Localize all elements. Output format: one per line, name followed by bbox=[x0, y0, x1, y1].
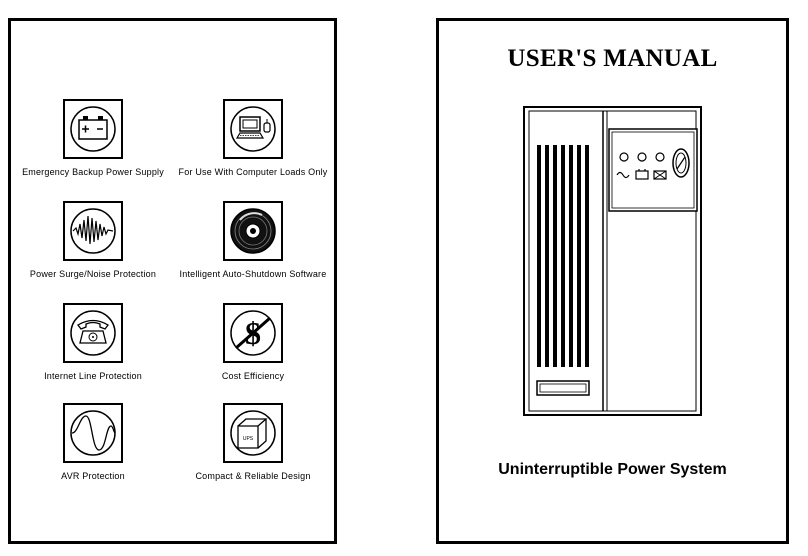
ups-device-illustration bbox=[523, 105, 703, 422]
feature-label: For Use With Computer Loads Only bbox=[178, 167, 328, 177]
ups-box-icon: UPS bbox=[223, 403, 283, 463]
manual-title: USER'S MANUAL bbox=[507, 45, 718, 72]
feature-label: Internet Line Protection bbox=[44, 371, 142, 381]
feature-compact-design: UPS Compact & Reliable Design bbox=[173, 403, 333, 481]
feature-internet-line: Internet Line Protection bbox=[13, 303, 173, 381]
feature-surge-protection: Power Surge/Noise Protection bbox=[13, 201, 173, 279]
feature-label: Intelligent Auto-Shutdown Software bbox=[179, 269, 327, 279]
feature-auto-shutdown: Intelligent Auto-Shutdown Software bbox=[173, 201, 333, 279]
computer-icon bbox=[223, 99, 283, 159]
dollar-icon: $ bbox=[223, 303, 283, 363]
feature-cost-efficiency: $ Cost Efficiency bbox=[173, 303, 333, 381]
ups-box-text: UPS bbox=[243, 436, 254, 442]
left-page: Emergency Backup Power Supply For Use Wi… bbox=[8, 18, 337, 544]
feature-emergency-backup: Emergency Backup Power Supply bbox=[13, 99, 173, 177]
feature-computer-loads: For Use With Computer Loads Only bbox=[173, 99, 333, 177]
feature-label: Emergency Backup Power Supply bbox=[22, 167, 164, 177]
product-subtitle: Uninterruptible Power System bbox=[498, 461, 727, 478]
feature-label: Power Surge/Noise Protection bbox=[29, 269, 157, 279]
battery-icon bbox=[63, 99, 123, 159]
feature-label: AVR Protection bbox=[61, 471, 125, 481]
right-page: USER'S MANUAL bbox=[436, 18, 789, 544]
feature-avr-protection: AVR Protection bbox=[13, 403, 173, 481]
cd-disc-icon bbox=[223, 201, 283, 261]
surge-wave-icon bbox=[63, 201, 123, 261]
feature-label: Compact & Reliable Design bbox=[195, 471, 311, 481]
telephone-icon bbox=[63, 303, 123, 363]
sine-wave-icon bbox=[63, 403, 123, 463]
feature-label: Cost Efficiency bbox=[221, 371, 285, 381]
